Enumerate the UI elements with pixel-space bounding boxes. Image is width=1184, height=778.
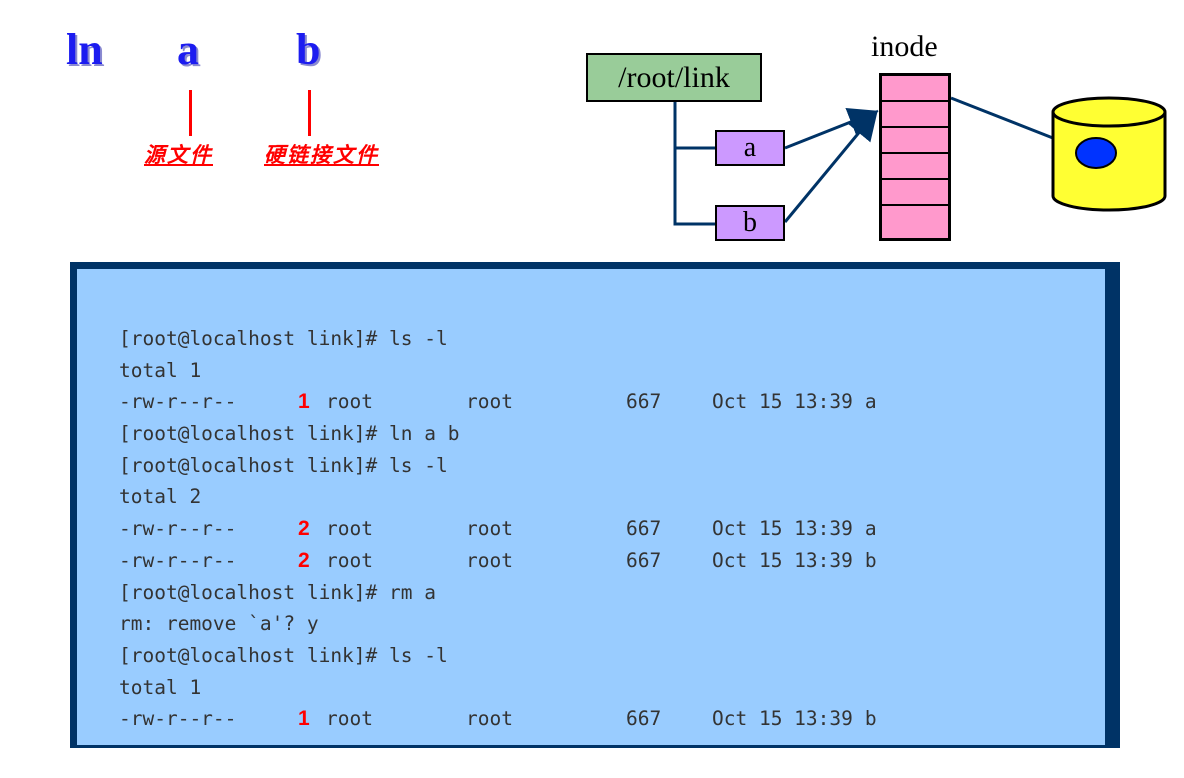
file-date: Oct 15 13:39 xyxy=(712,517,853,541)
file-group: root xyxy=(466,390,513,414)
terminal-line: -rw-r--r-- 2 root root 667 Oct 15 13:39 a xyxy=(119,513,877,545)
terminal-output: [root@localhost link]# ls -l total 1 -rw-r… xyxy=(119,323,877,735)
command-arg-b: b xyxy=(296,25,321,74)
file-name: a xyxy=(864,517,877,541)
terminal-line: [root@localhost link]# ls -l xyxy=(119,640,877,672)
file-entry-a: a xyxy=(715,130,785,166)
file-group: root xyxy=(466,517,513,541)
file-owner: root xyxy=(326,548,373,572)
file-date: Oct 15 13:39 xyxy=(712,707,853,731)
file-group: root xyxy=(466,548,513,572)
file-permissions: -rw-r--r-- xyxy=(119,517,237,541)
terminal-line: [root@localhost link]# ls -l xyxy=(119,323,877,355)
terminal-line: total 1 xyxy=(119,672,877,704)
directory-box: /root/link xyxy=(586,53,762,102)
inode-table xyxy=(879,73,951,241)
terminal-line: -rw-r--r-- 1 root root 667 Oct 15 13:39 b xyxy=(119,703,877,735)
tree-line-a xyxy=(673,102,715,150)
file-date: Oct 15 13:39 xyxy=(712,548,853,572)
disk-icon xyxy=(1051,96,1167,212)
inode-cell xyxy=(882,102,948,128)
terminal-text: [root@localhost link]# rm a xyxy=(119,580,436,604)
file-owner: root xyxy=(326,390,373,414)
inode-cell xyxy=(882,128,948,154)
terminal-line: -rw-r--r-- 1 root root 667 Oct 15 13:39 a xyxy=(119,386,877,418)
terminal-line: [root@localhost link]# ls -l xyxy=(119,450,877,482)
terminal-text: [root@localhost link]# ls -l xyxy=(119,327,448,350)
terminal-line: [root@localhost link]# rm a xyxy=(119,577,877,609)
file-owner: root xyxy=(326,707,373,731)
terminal-line: rm: remove `a'? y xyxy=(119,608,877,640)
terminal-line: total 2 xyxy=(119,481,877,513)
file-name: a xyxy=(864,390,877,414)
diagram-connectors xyxy=(673,96,1167,226)
terminal-panel xyxy=(76,268,1106,746)
file-permissions: -rw-r--r-- xyxy=(119,390,237,414)
pointer-line-src xyxy=(189,90,192,136)
terminal-text: total 1 xyxy=(119,675,202,699)
terminal-text: total 1 xyxy=(119,358,202,382)
file-group: root xyxy=(466,707,513,731)
link-count: 2 xyxy=(298,517,310,541)
file-date: Oct 15 13:39 xyxy=(712,390,853,414)
inode-cell xyxy=(882,76,948,102)
file-name: b xyxy=(864,707,877,731)
inode-cell xyxy=(882,154,948,180)
label-hard-link-file: 硬链接文件 xyxy=(264,142,379,167)
terminal-text: [root@localhost link]# ln a b xyxy=(119,422,460,446)
inode-cell xyxy=(882,180,948,206)
arrow-b-to-inode xyxy=(783,109,878,223)
disk-data-block xyxy=(1075,137,1117,169)
terminal-text: [root@localhost link]# ls -l xyxy=(119,453,448,477)
tree-line-b xyxy=(673,148,715,226)
file-permissions: -rw-r--r-- xyxy=(119,707,237,731)
file-size: 667 xyxy=(626,517,662,541)
link-count: 1 xyxy=(298,707,310,731)
terminal-line: [root@localhost link]# ln a b xyxy=(119,418,877,450)
command-arg-a: a xyxy=(177,25,199,74)
file-size: 667 xyxy=(626,548,662,572)
file-owner: root xyxy=(326,517,373,541)
file-size: 667 xyxy=(626,390,662,414)
file-size: 667 xyxy=(626,707,662,731)
terminal-text: rm: remove `a'? y xyxy=(119,612,319,636)
command-ln: ln xyxy=(66,25,103,74)
inode-label: inode xyxy=(871,30,938,63)
file-entry-b: b xyxy=(715,205,785,241)
terminal-line: total 1 xyxy=(119,355,877,387)
link-count: 1 xyxy=(298,390,310,414)
label-source-file: 源文件 xyxy=(144,142,213,167)
file-name: b xyxy=(864,548,877,572)
file-permissions: -rw-r--r-- xyxy=(119,548,237,572)
pointer-line-dst xyxy=(308,90,311,136)
terminal-line: -rw-r--r-- 2 root root 667 Oct 15 13:39 b xyxy=(119,545,877,577)
link-count: 2 xyxy=(298,548,310,572)
inode-cell xyxy=(882,206,948,232)
terminal-text: total 2 xyxy=(119,485,202,509)
terminal-text: [root@localhost link]# ls -l xyxy=(119,643,448,667)
